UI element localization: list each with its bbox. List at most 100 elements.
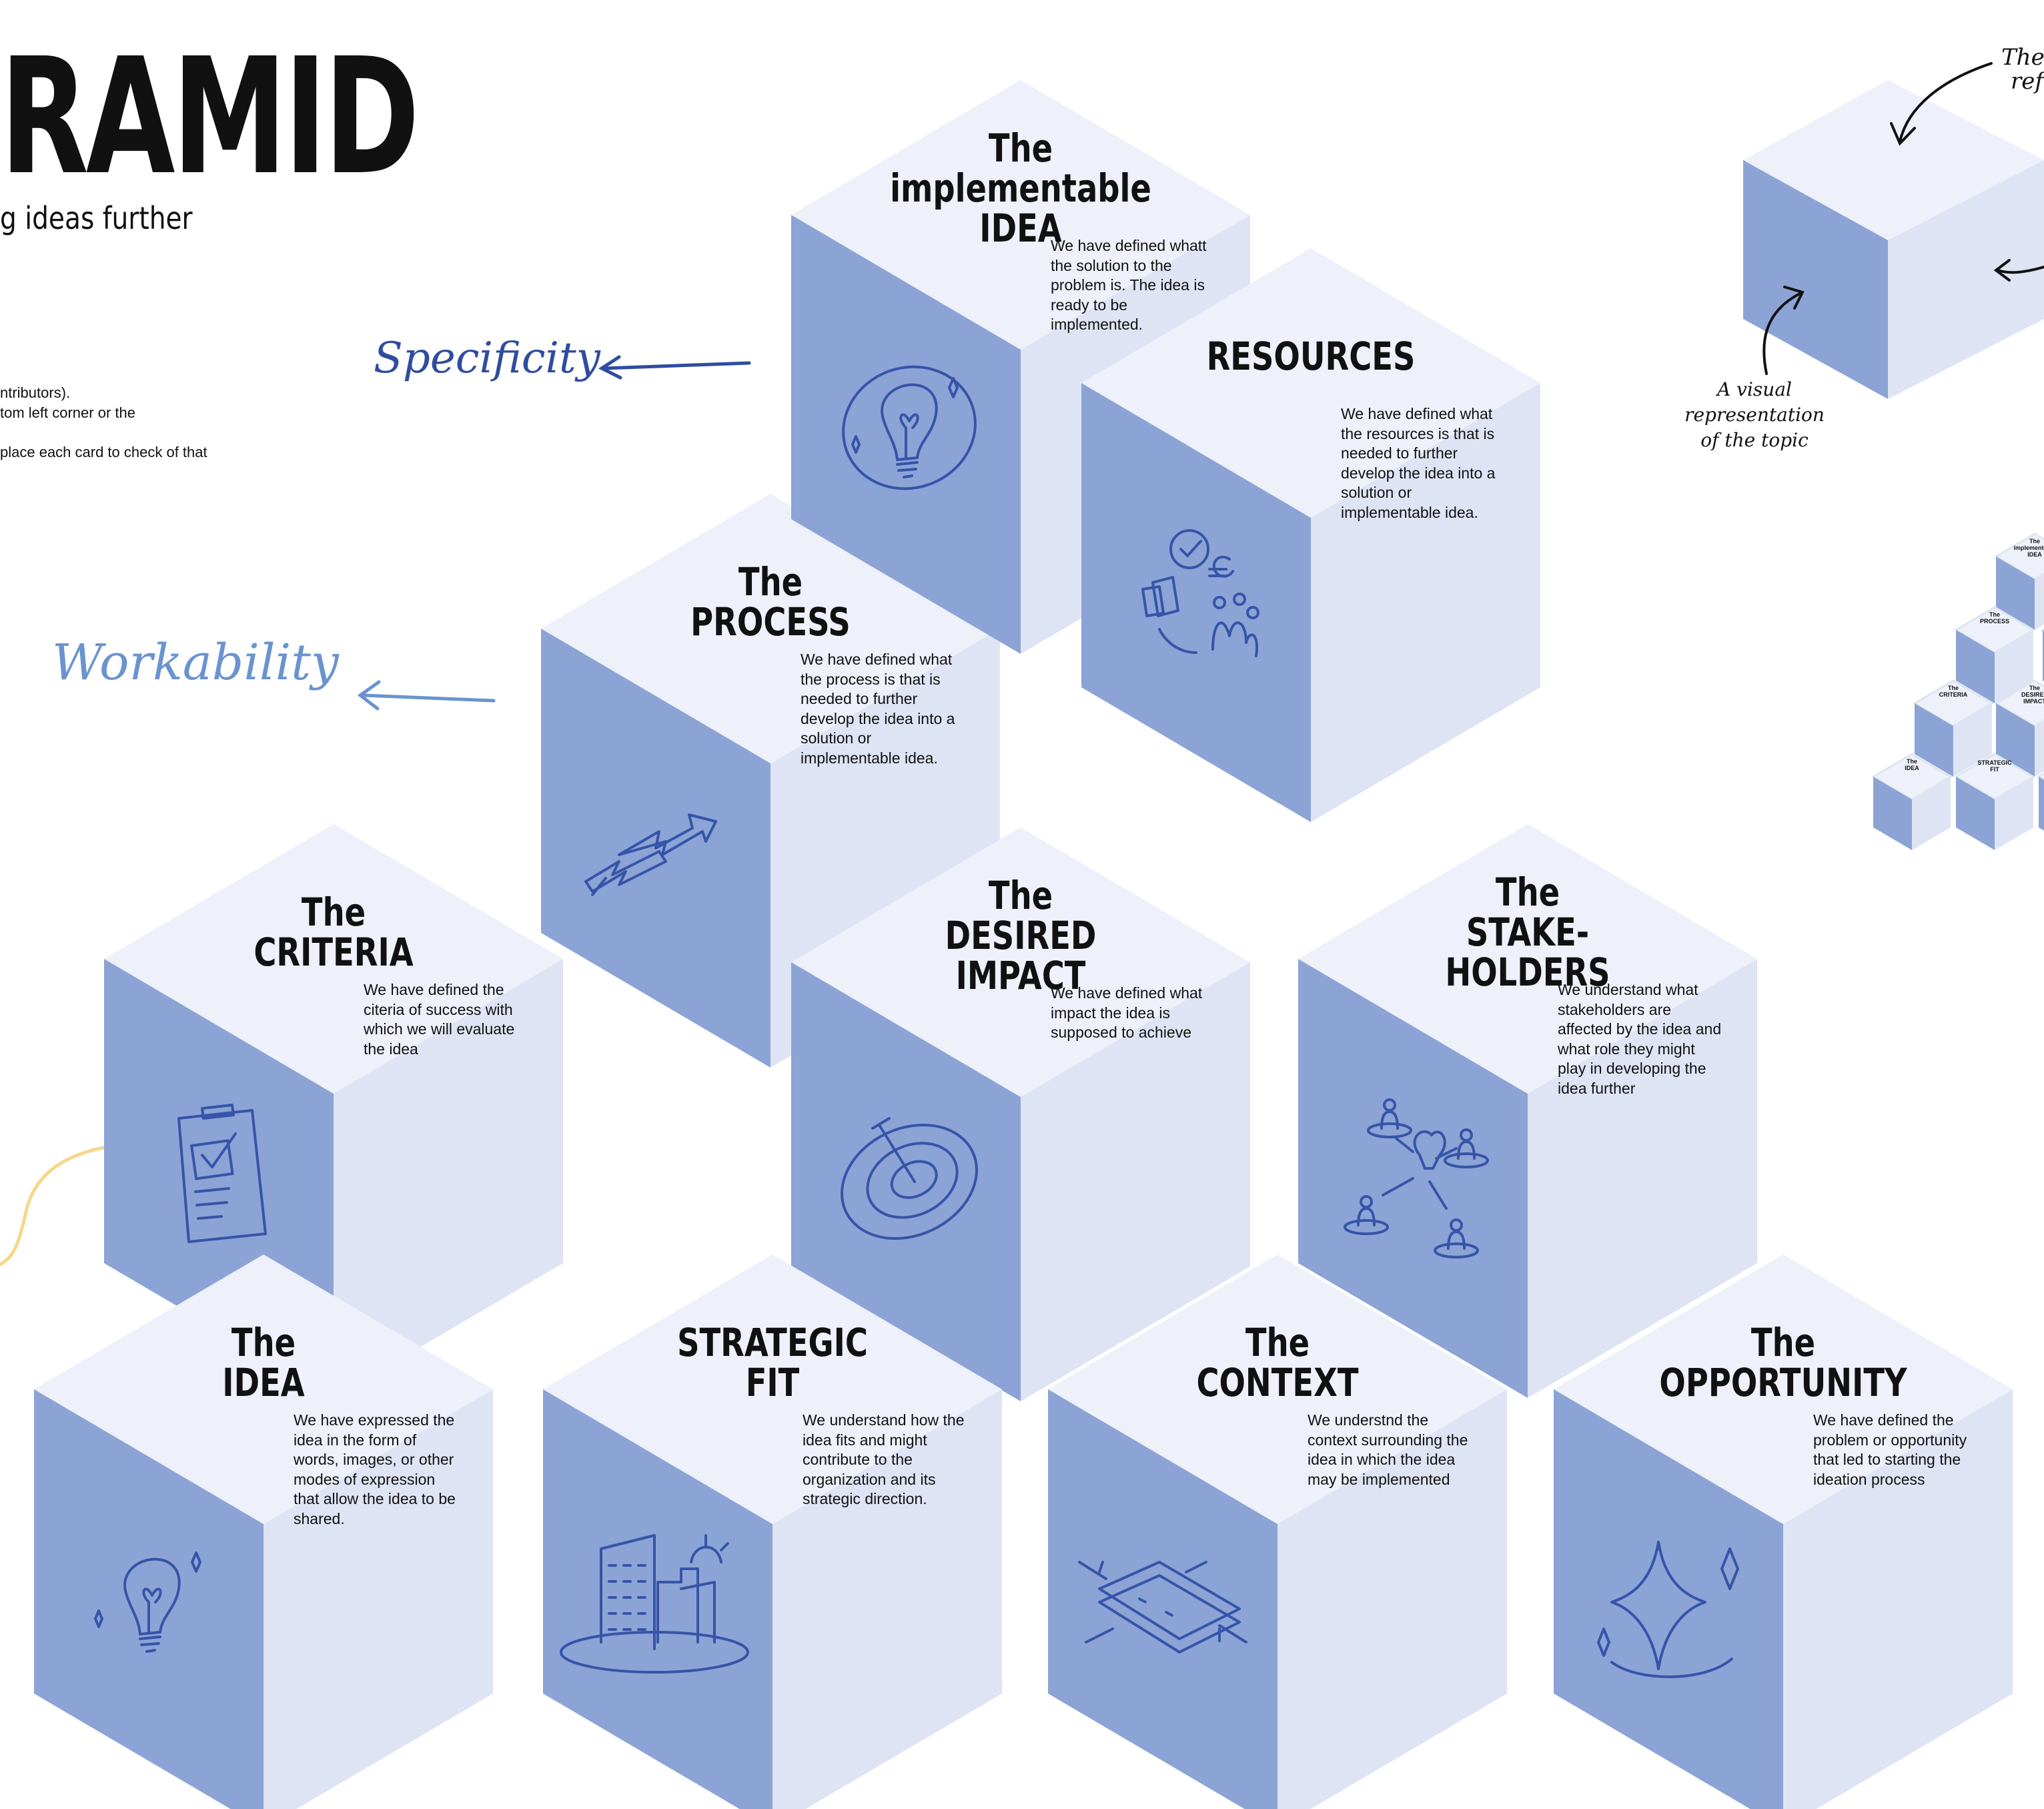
mini-label: DESIRED	[2021, 691, 2044, 698]
cube-description-strategic-fit: We understand how the idea fits and migh…	[803, 1411, 965, 1507]
cube-left-face	[1081, 383, 1311, 822]
cube-criteria	[104, 824, 563, 1398]
cube-left-face	[34, 1389, 264, 1809]
mini-label: implementable	[2013, 545, 2044, 551]
cube-resources	[1081, 248, 1540, 822]
mini-cube	[1994, 679, 2044, 777]
cube-desired-impact	[791, 827, 1250, 1401]
mini-label: STRATEGIC	[1977, 759, 2012, 766]
legend-cube	[1743, 80, 2044, 399]
cube-layer	[34, 80, 2013, 1809]
mini-label: The	[1989, 611, 2000, 618]
workability-arrow	[357, 680, 496, 711]
mini-label: CRITERIA	[1939, 691, 1968, 698]
resources-icon	[1141, 529, 1259, 657]
cube-title-line: FIT	[745, 1360, 800, 1405]
mini-label: PROCESS	[1980, 618, 2009, 625]
lightbulb-icon	[94, 1551, 201, 1653]
cube-description-desired-impact: We have defined what impact the idea is …	[1051, 984, 1203, 1041]
clipboard-check-icon	[177, 1104, 267, 1243]
mini-cube	[1954, 606, 2035, 703]
people-network-icon	[1344, 1098, 1489, 1258]
mini-pyramid-thumbnail: TheimplementableIDEAThePROCESSTheCRITERI…	[1871, 532, 2044, 850]
cube-title-resources: RESOURCES	[1129, 336, 1492, 376]
mini-label: IDEA	[1905, 765, 1919, 771]
cube-right-face	[1528, 959, 1757, 1398]
cube-opportunity	[1554, 1254, 2013, 1809]
mini-label: The	[2029, 538, 2040, 545]
mini-label: The	[2029, 685, 2040, 691]
cube-title-line: DESIRED	[945, 913, 1097, 958]
cube-right-face	[773, 1389, 1002, 1809]
mini-cube	[2037, 772, 2044, 831]
mini-label: IMPACT	[2023, 698, 2044, 705]
lightbulb-ring-icon	[842, 365, 977, 490]
instruction-line-1: ntributors).	[0, 384, 71, 401]
legend-visual-note-line-3: of the topic	[1700, 429, 1809, 451]
cube-title-line: CONTEXT	[1196, 1360, 1359, 1405]
cube-title-line: HOLDERS	[1445, 950, 1610, 995]
cube-right-face	[1021, 962, 1250, 1401]
cube-left-face	[791, 962, 1021, 1401]
cube-title-line: IDEA	[979, 206, 1062, 251]
cube-title-line: RESOURCES	[1206, 334, 1416, 379]
cube-title-line: STRATEGIC	[677, 1320, 868, 1365]
mini-label: The	[1948, 685, 1959, 691]
instruction-line-2: tom left corner or the	[0, 404, 135, 421]
mini-label: The	[1907, 758, 1917, 765]
cube-right-face	[334, 959, 563, 1398]
legend-top-note: The ref	[2001, 45, 2044, 93]
cube-title-line: STAKE-	[1466, 910, 1590, 955]
cube-title-line: The	[301, 889, 366, 935]
legend-arrows	[1762, 62, 2044, 375]
cube-title-line: IDEA	[222, 1360, 305, 1405]
cube-title-line: PROCESS	[690, 599, 851, 645]
cube-right-face	[1783, 1389, 2013, 1809]
arrows-icon	[584, 813, 717, 896]
mini-cube	[1871, 753, 1953, 850]
cube-right-face	[1311, 383, 1540, 822]
cube-right-face	[264, 1389, 493, 1809]
mini-label: IDEA	[2027, 551, 2042, 558]
cube-left-face	[1554, 1389, 1783, 1809]
sparkle-icon	[1597, 1541, 1739, 1678]
cube-title-line: implementable	[890, 165, 1151, 211]
cube-stakeholders	[1298, 824, 1757, 1398]
cube-title-line: The	[988, 125, 1053, 171]
mini-label: FIT	[1990, 766, 1999, 773]
mini-cube	[1994, 532, 2044, 630]
cube-title-line: The	[231, 1320, 296, 1365]
cube-description-criteria: We have defined the citeria of success w…	[364, 981, 515, 1058]
buildings-icon	[560, 1534, 749, 1674]
legend-top-note-line-1: The	[2001, 44, 2044, 71]
cube-title-line: The	[1750, 1320, 1816, 1365]
legend-visual-note-line-1: A visual	[1717, 378, 1792, 400]
specificity-label: Specificity	[374, 334, 600, 383]
cube-description-stakeholders: We understand what stakeholders are affe…	[1558, 981, 1722, 1097]
cube-description-process: We have defined what the process is that…	[801, 651, 955, 767]
cube-title-line: The	[1495, 869, 1560, 915]
cube-description-implementable-idea: We have defined whatt the solution to th…	[1051, 237, 1207, 333]
cube-strategic-fit	[543, 1254, 1002, 1809]
cube-title-line: OPPORTUNITY	[1659, 1360, 1907, 1405]
yellow-connector-line	[0, 1144, 112, 1267]
cube-title-line: The	[1245, 1320, 1310, 1365]
cube-right-face	[1278, 1389, 1507, 1809]
cube-title-line: The	[738, 559, 803, 605]
cube-description-resources: We have defined what the resources is th…	[1341, 405, 1496, 521]
page-title: RAMID	[0, 23, 420, 210]
legend-top-note-line-2: ref	[2011, 68, 2043, 95]
cube-description-context: We understnd the context surrounding the…	[1308, 1411, 1468, 1488]
mini-cube	[1954, 753, 2035, 850]
cube-title-line: The	[988, 873, 1053, 918]
mini-cube	[1913, 679, 1994, 777]
